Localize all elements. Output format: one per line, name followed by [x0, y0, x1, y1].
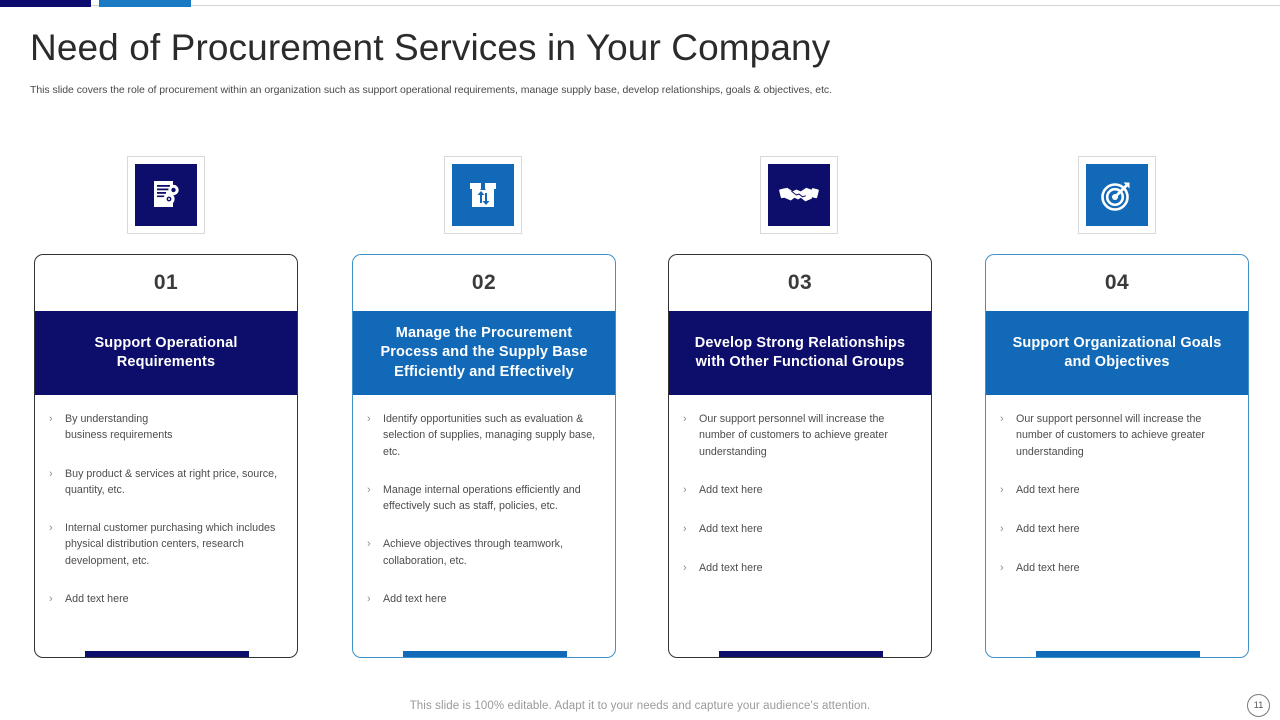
page-title: Need of Procurement Services in Your Com… [30, 27, 831, 68]
chevron-right-icon: › [1000, 561, 1004, 574]
card-number: 02 [471, 271, 497, 294]
chevron-right-icon: › [49, 467, 53, 480]
chevron-right-icon: › [367, 592, 371, 605]
list-item[interactable]: › Manage internal operations efficiently… [367, 482, 601, 515]
list-item-text: By understanding business requirements [65, 413, 173, 442]
card-accent-bar [1036, 651, 1200, 657]
card-bullet-list: › By understanding business requirements… [35, 395, 297, 608]
chevron-right-icon: › [1000, 522, 1004, 535]
document-gear-icon [135, 164, 197, 226]
list-item-text: Identify opportunities such as evaluatio… [383, 413, 596, 458]
top-divider-rule [0, 5, 1280, 6]
chevron-right-icon: › [1000, 413, 1004, 425]
chevron-right-icon: › [49, 413, 53, 425]
card-02[interactable]: 02 Manage the Procurement Process and th… [352, 254, 616, 658]
chevron-right-icon: › [683, 483, 687, 496]
list-item-text: Manage internal operations efficiently a… [383, 483, 581, 513]
card-title: Develop Strong Relationships with Other … [669, 311, 931, 395]
list-item-text: Our support personnel will increase the … [1016, 413, 1205, 458]
card-number: 03 [787, 271, 813, 294]
list-item[interactable]: › Add text here [1000, 482, 1234, 499]
card-accent-bar [719, 651, 883, 657]
icon-frame-4 [1078, 156, 1156, 234]
chevron-right-icon: › [683, 561, 687, 574]
card-title: Manage the Procurement Process and the S… [353, 311, 615, 395]
list-item[interactable]: › Achieve objectives through teamwork, c… [367, 536, 601, 569]
chevron-right-icon: › [367, 483, 371, 496]
list-item-text: Buy product & services at right price, s… [65, 467, 278, 496]
card-title: Support Organizational Goals and Objecti… [986, 311, 1248, 395]
list-item[interactable]: › Our support personnel will increase th… [683, 411, 917, 460]
chevron-right-icon: › [367, 413, 371, 425]
page-number-badge: 11 [1247, 694, 1270, 717]
list-item[interactable]: › By understanding business requirements [49, 411, 283, 444]
card-accent-bar [403, 651, 567, 657]
list-item-text: Add text here [1016, 483, 1080, 496]
card-number: 01 [153, 271, 179, 294]
list-item-text: Our support personnel will increase the … [699, 413, 888, 458]
page-subtitle: This slide covers the role of procuremen… [30, 84, 833, 96]
card-bullet-list: › Our support personnel will increase th… [986, 395, 1248, 577]
list-item-text: Achieve objectives through teamwork, col… [383, 538, 563, 567]
icon-frame-3 [760, 156, 838, 234]
chevron-right-icon: › [683, 413, 687, 425]
card-03[interactable]: 03 Develop Strong Relationships with Oth… [668, 254, 932, 658]
list-item-text: Add text here [699, 561, 763, 574]
list-item[interactable]: › Buy product & services at right price,… [49, 466, 283, 499]
chevron-right-icon: › [49, 592, 53, 605]
list-item[interactable]: › Internal customer purchasing which inc… [49, 520, 283, 569]
chevron-right-icon: › [1000, 483, 1004, 496]
list-item-text: Add text here [383, 592, 447, 605]
icon-frame-1 [127, 156, 205, 234]
list-item[interactable]: › Add text here [1000, 521, 1234, 538]
list-item[interactable]: › Add text here [683, 482, 917, 499]
top-accent-segment-navy [0, 0, 91, 7]
list-item-text: Add text here [699, 483, 763, 496]
list-item-text: Internal customer purchasing which inclu… [65, 522, 276, 567]
target-arrow-icon [1086, 164, 1148, 226]
card-accent-bar [85, 651, 249, 657]
card-01[interactable]: 01 Support Operational Requirements › By… [34, 254, 298, 658]
list-item[interactable]: › Our support personnel will increase th… [1000, 411, 1234, 460]
list-item[interactable]: › Add text here [683, 521, 917, 538]
card-04[interactable]: 04 Support Organizational Goals and Obje… [985, 254, 1249, 658]
list-item-text: Add text here [1016, 522, 1080, 535]
card-title: Support Operational Requirements [35, 311, 297, 395]
list-item-text: Add text here [699, 522, 763, 535]
package-box-arrows-icon [452, 164, 514, 226]
icon-frame-2 [444, 156, 522, 234]
footer-note: This slide is 100% editable. Adapt it to… [409, 700, 871, 712]
card-number: 04 [1104, 271, 1130, 294]
handshake-icon [768, 164, 830, 226]
top-accent-bar [0, 0, 1280, 7]
list-item[interactable]: › Identify opportunities such as evaluat… [367, 411, 601, 460]
top-accent-segment-blue [99, 0, 191, 7]
chevron-right-icon: › [49, 522, 53, 535]
chevron-right-icon: › [367, 538, 371, 551]
list-item[interactable]: › Add text here [367, 591, 601, 608]
list-item[interactable]: › Add text here [683, 560, 917, 577]
list-item-text: Add text here [65, 592, 129, 605]
list-item[interactable]: › Add text here [49, 591, 283, 608]
list-item-text: Add text here [1016, 561, 1080, 574]
list-item[interactable]: › Add text here [1000, 560, 1234, 577]
card-bullet-list: › Our support personnel will increase th… [669, 395, 931, 577]
chevron-right-icon: › [683, 522, 687, 535]
card-bullet-list: › Identify opportunities such as evaluat… [353, 395, 615, 608]
